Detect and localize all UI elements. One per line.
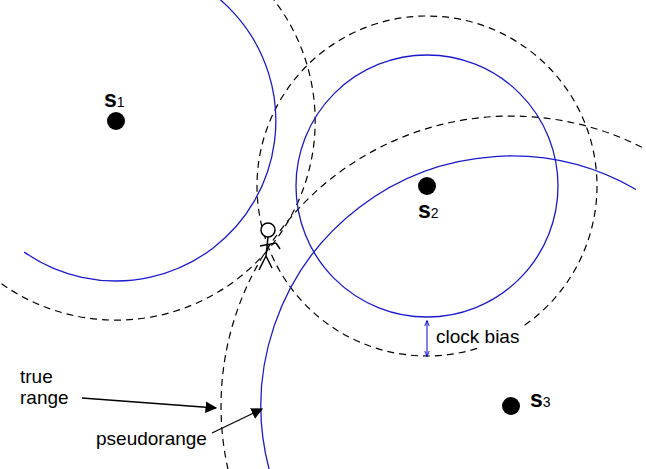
- true-range-arc: [0, 0, 315, 320]
- pseudorange-arc: [261, 156, 636, 469]
- leader-arrow: [82, 398, 216, 408]
- clock-bias-label: clock bias: [434, 327, 521, 348]
- satellite-dot: [418, 177, 436, 195]
- pseudorange-arc: [24, 0, 276, 281]
- true-range-circle: [257, 16, 597, 356]
- true-range-arc: [221, 116, 646, 469]
- satellite-label: s1: [104, 88, 125, 111]
- satellite-dot: [107, 112, 125, 130]
- satellite-label: s2: [418, 199, 439, 222]
- user-figure: [259, 223, 280, 270]
- pseudorange-circle: [296, 55, 558, 317]
- leader-arrow: [212, 409, 262, 433]
- pseudorange-label: pseudorange: [94, 429, 209, 450]
- satellite-dot: [502, 397, 520, 415]
- satellite-label: s3: [530, 388, 551, 411]
- clock-bias-arrow: [427, 321, 428, 356]
- true-range-label: true range: [20, 367, 82, 409]
